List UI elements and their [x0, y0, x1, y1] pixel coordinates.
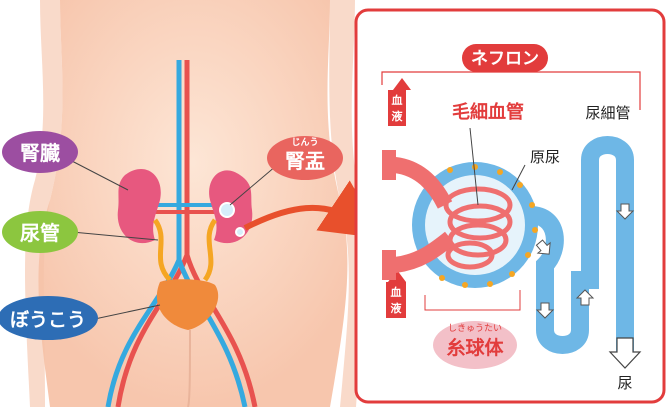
svg-text:腎盂: 腎盂: [285, 149, 325, 173]
label-nephron: ネフロン: [462, 44, 548, 72]
label-ureter: 尿管: [2, 211, 78, 253]
svg-text:ネフロン: ネフロン: [471, 49, 539, 69]
svg-text:液: 液: [392, 109, 404, 123]
label-glomerulus: しきゅうたい 糸球体: [433, 321, 517, 369]
renal-pelvis-marker: [220, 203, 234, 217]
label-bladder: ぼうこう: [0, 296, 98, 340]
svg-text:しきゅうたい: しきゅうたい: [448, 323, 502, 334]
svg-text:液: 液: [391, 301, 403, 315]
svg-text:血: 血: [391, 285, 402, 299]
svg-text:尿管: 尿管: [20, 221, 60, 245]
svg-text:じんう: じんう: [291, 137, 318, 148]
label-kidney: 腎臓: [2, 131, 78, 173]
label-urine: 尿: [617, 374, 632, 392]
label-renal-pelvis: じんう 腎盂: [267, 136, 343, 180]
svg-text:腎臓: 腎臓: [20, 141, 60, 165]
svg-text:糸球体: 糸球体: [446, 336, 504, 359]
label-primary-urine: 原尿: [530, 148, 560, 166]
svg-text:ぼうこう: ぼうこう: [10, 309, 86, 331]
label-renal-tubule: 尿細管: [585, 104, 630, 122]
label-capillary: 毛細血管: [452, 101, 524, 123]
svg-text:血: 血: [392, 93, 403, 107]
